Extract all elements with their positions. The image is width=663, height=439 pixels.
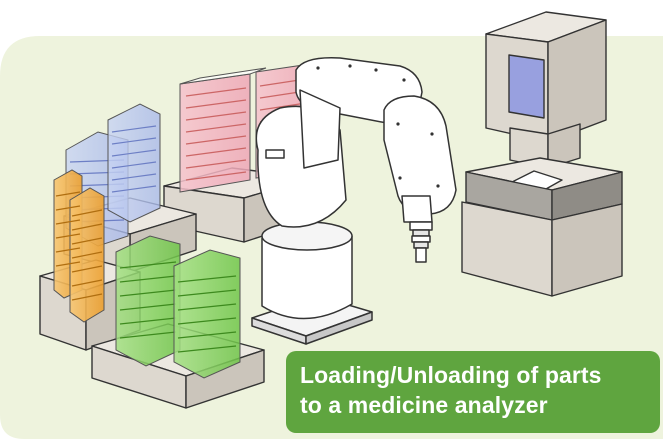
robot-arm-icon xyxy=(251,57,457,345)
caption-box: Loading/Unloading of parts to a medicine… xyxy=(286,351,660,433)
parts-rack-green xyxy=(115,235,241,379)
caption-line-2: to a medicine analyzer xyxy=(300,392,548,418)
caption-line-1: Loading/Unloading of parts xyxy=(300,362,602,388)
parts-rack-orange xyxy=(53,169,105,323)
medicine-analyzer-icon xyxy=(461,11,623,297)
